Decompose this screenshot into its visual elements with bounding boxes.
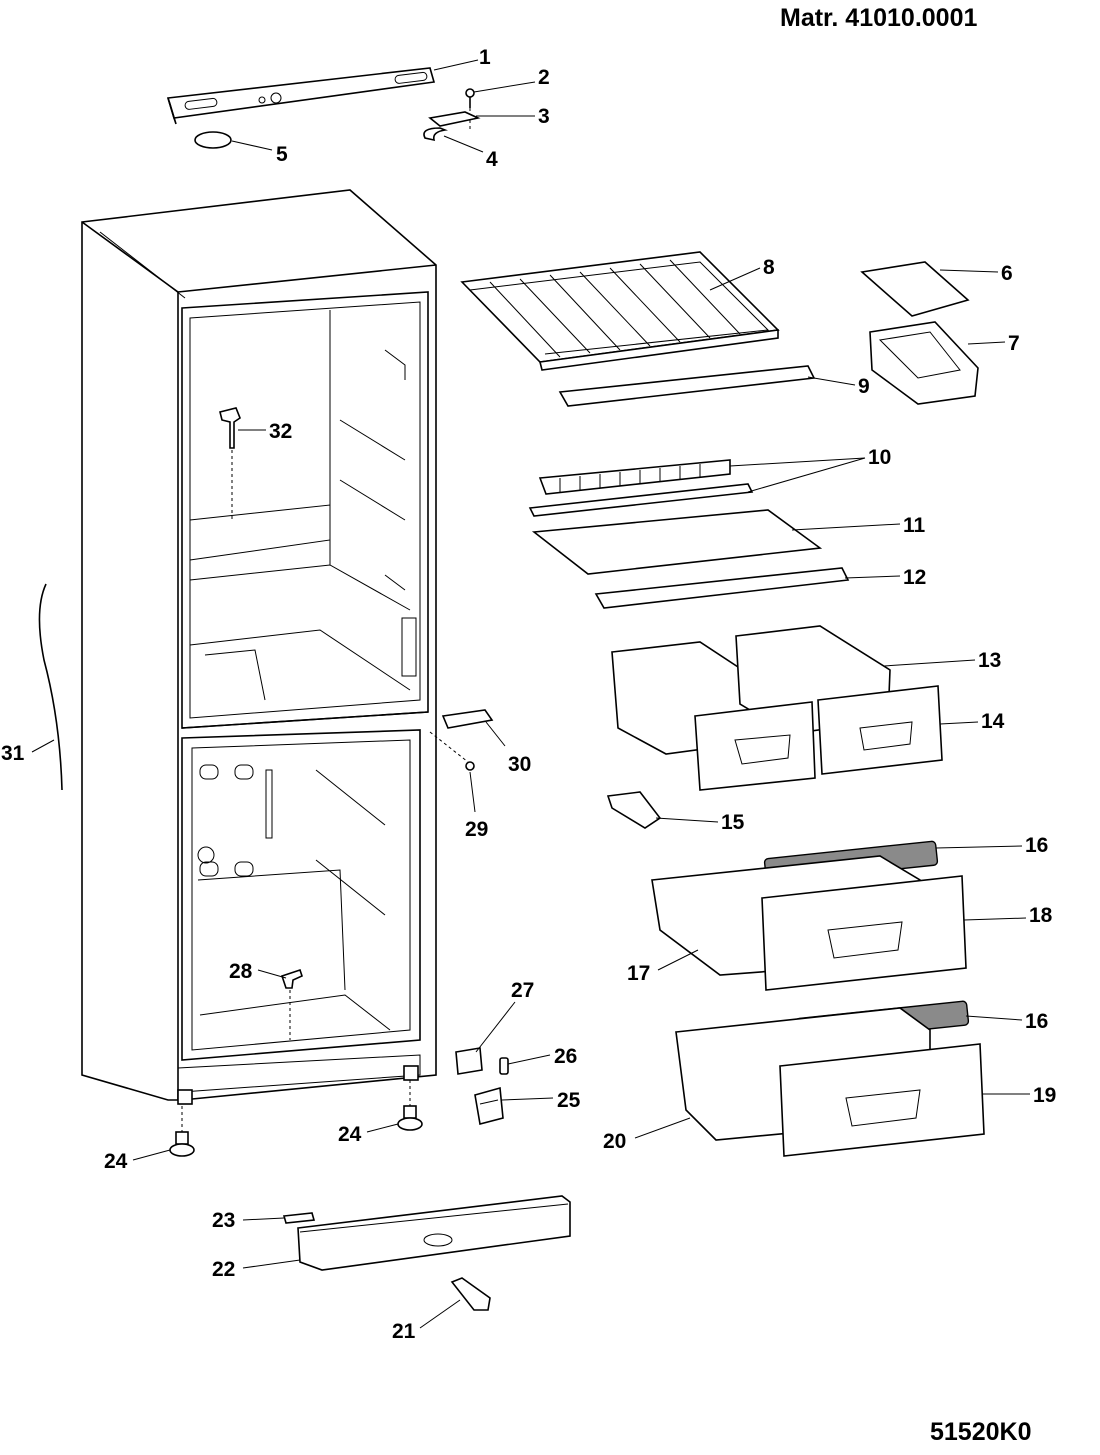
callout-18: 18 (1029, 904, 1053, 927)
part-27-plate (455, 1047, 483, 1075)
callout-20: 20 (603, 1130, 626, 1153)
part-28-drain-plug (280, 968, 303, 1040)
part-12-glass-trim (594, 567, 850, 609)
part-4-pin (423, 127, 449, 142)
part-19-basket-front (779, 1043, 985, 1157)
callout-31: 31 (1, 742, 25, 765)
part-25-bracket (474, 1086, 504, 1125)
part-22-bottom-grille (297, 1195, 571, 1271)
callout-24-left: 24 (104, 1150, 128, 1173)
callout-12: 12 (903, 566, 926, 589)
callout-28: 28 (229, 960, 253, 983)
drawing-code: 51520K0 (930, 1418, 1032, 1446)
callout-10: 10 (868, 446, 891, 469)
part-3-hinge (428, 111, 481, 127)
callout-19: 19 (1033, 1084, 1056, 1107)
part-5-plug (194, 131, 232, 149)
callout-14: 14 (981, 710, 1005, 733)
part-8-wire-shelf (460, 251, 780, 371)
part-15-egg-tray (606, 791, 662, 829)
callout-27: 27 (511, 979, 534, 1002)
part-6-lid (860, 261, 970, 317)
callout-7: 7 (1008, 332, 1020, 355)
part-30-hinge (441, 709, 494, 729)
part-29-pin (465, 761, 475, 771)
callout-25: 25 (557, 1089, 581, 1112)
part-21-hook (450, 1277, 491, 1311)
callout-1: 1 (479, 46, 491, 69)
material-number: Matr. 41010.0001 (780, 4, 978, 32)
callout-23: 23 (212, 1209, 235, 1232)
callout-13: 13 (978, 649, 1001, 672)
callout-2: 2 (538, 66, 550, 89)
part-1-top-cover (166, 67, 436, 125)
callout-5: 5 (276, 143, 288, 166)
part-9-shelf-trim (558, 365, 816, 407)
part-10-front-strips (528, 459, 754, 517)
callout-22: 22 (212, 1258, 235, 1281)
callout-15: 15 (721, 811, 745, 834)
part-11-glass-shelf (531, 509, 823, 575)
part-2-screw (465, 88, 475, 130)
callout-6: 6 (1001, 262, 1013, 285)
callout-labels: 1 2 3 4 5 6 7 8 9 10 11 12 13 14 15 16 1… (1, 46, 1056, 1343)
part-24-foot-left (169, 1106, 195, 1157)
part-23-clip (282, 1212, 316, 1224)
callout-30: 30 (508, 753, 531, 776)
fridge-cabinet (81, 189, 437, 1105)
callout-16-upper: 16 (1025, 834, 1048, 857)
part-18-drawer-front (761, 875, 967, 991)
part-14-crisper-covers (694, 685, 943, 791)
part-24-foot-right (397, 1080, 423, 1131)
part-32-clip (219, 407, 241, 520)
callout-11: 11 (903, 514, 926, 537)
callout-29: 29 (465, 818, 488, 841)
callout-32: 32 (269, 420, 292, 443)
callout-26: 26 (554, 1045, 577, 1068)
part-31-door-gasket (38, 583, 63, 791)
part-26-spring (499, 1057, 509, 1075)
callout-16-lower: 16 (1025, 1010, 1048, 1033)
part-7-dairy-box (869, 321, 979, 405)
callout-9: 9 (858, 375, 870, 398)
callout-4: 4 (486, 148, 498, 171)
callout-24-right: 24 (338, 1123, 362, 1146)
callout-8: 8 (763, 256, 775, 279)
callout-3: 3 (538, 105, 550, 128)
leader-lines (31, 59, 1030, 1329)
callout-21: 21 (392, 1320, 416, 1343)
callout-17: 17 (627, 962, 650, 985)
